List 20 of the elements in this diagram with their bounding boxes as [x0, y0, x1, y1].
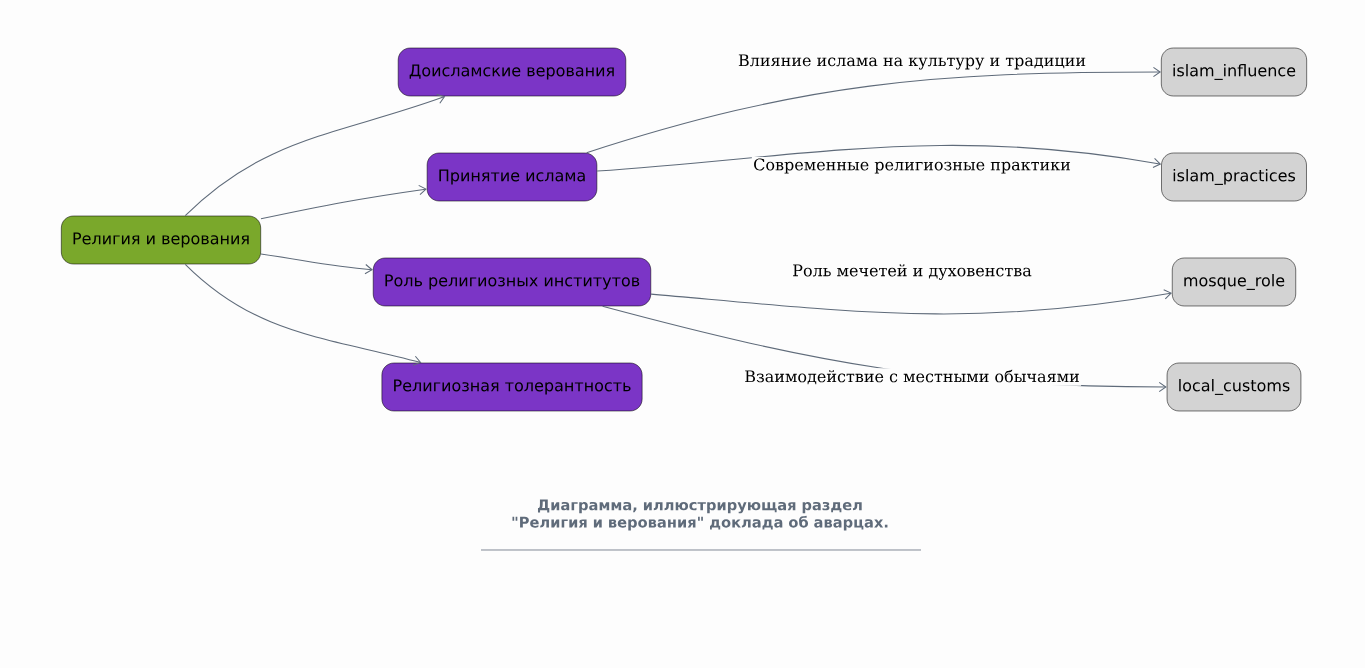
topic-box: local_customs: [1166, 362, 1302, 412]
caption: Диаграмма, иллюстрирующая раздел "Религия и верования" доклада об аварцах.: [512, 499, 888, 531]
topic-box: islam_practices: [1161, 152, 1307, 202]
topic-box: Принятие ислама: [426, 152, 598, 202]
arrow: [586, 66, 1162, 154]
arrow: [260, 253, 373, 275]
topic-box: mosque_role: [1172, 257, 1296, 307]
topic-box: Религиозная толерантность: [381, 362, 643, 412]
arrow: [260, 184, 427, 220]
arrow: [596, 144, 1162, 172]
edge-label: Влияние ислама на культуру и традиции: [736, 53, 1088, 71]
arrow: [184, 263, 422, 366]
edge-label: Взаимодействие с местными обычаями: [742, 368, 1082, 386]
topic-box: Религия и верования: [61, 215, 261, 265]
topic-box: Доисламские верования: [397, 47, 627, 97]
topic-box: islam_influence: [1161, 47, 1307, 97]
edge-label: Современные религиозные практики: [751, 157, 1073, 175]
topic-box: Роль религиозных институтов: [372, 257, 652, 307]
arrow: [650, 289, 1172, 315]
arrow: [184, 93, 446, 217]
